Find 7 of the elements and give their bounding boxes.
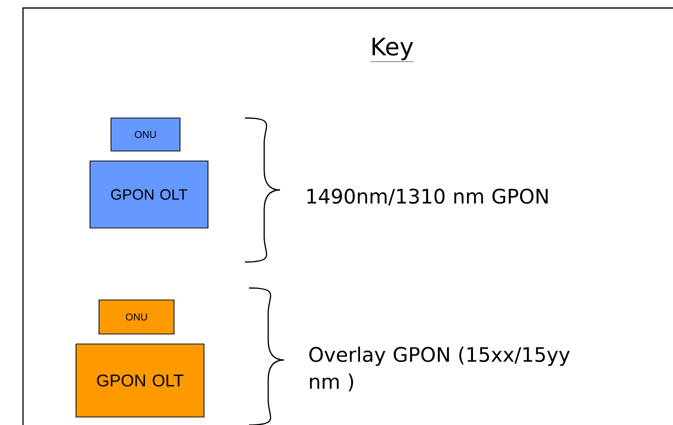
key-description: 1490nm/1310 nm GPON — [307, 188, 548, 206]
device-box: ONU — [110, 118, 180, 152]
device-box: ONU — [98, 300, 174, 334]
key-description: Overlay GPON (15xx/15yy nm ) — [309, 346, 570, 392]
device-box: GPON OLT — [76, 344, 204, 418]
title: Key — [370, 38, 414, 62]
device-box: GPON OLT — [90, 160, 208, 228]
